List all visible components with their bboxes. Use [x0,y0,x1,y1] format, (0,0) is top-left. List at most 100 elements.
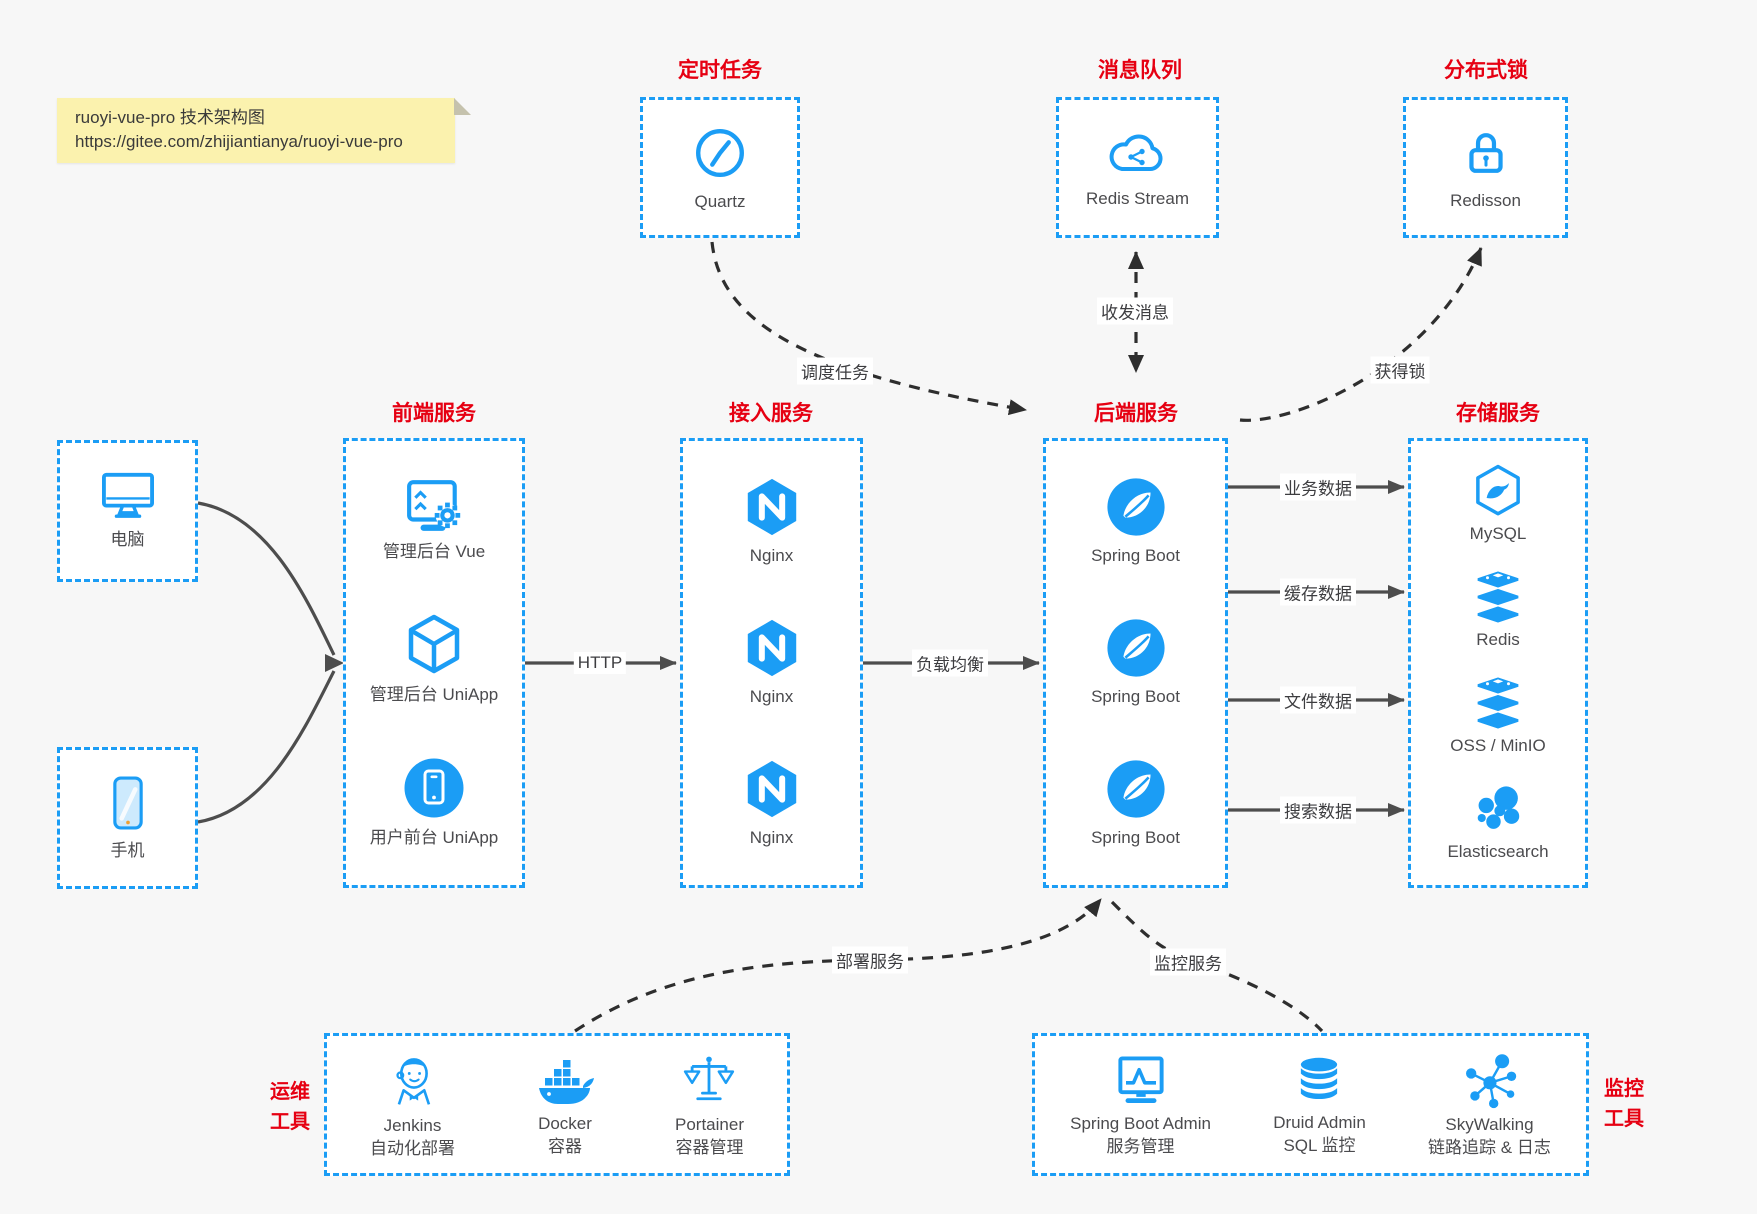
sticky-note-fold [454,98,471,115]
monitoring-side-line2: 工具 [1604,1108,1644,1130]
desktop-icon [101,472,154,518]
distributed-lock-box: Redisson [1403,97,1568,238]
smartphone-icon [112,776,143,830]
druid-admin-label: Druid Admin [1273,1112,1366,1132]
docker-sublabel: 容器 [548,1136,582,1156]
cloud-share-icon [1110,134,1163,171]
clock-icon [696,128,744,177]
phone-item: 手机 [99,773,157,863]
lock-icon [1468,132,1503,173]
mysql-label: MySQL [1469,523,1527,543]
skywalking-sublabel: 链路追踪 & 日志 [1428,1137,1551,1157]
merge-arrowhead [325,654,344,672]
nginx-label: Nginx [749,687,794,707]
backend-box: Spring Boot Spring Boot Spring Boot [1043,438,1228,888]
spring-boot-label: Spring Boot [1091,828,1180,848]
nginx-label: Nginx [749,828,794,848]
computer-item: 电脑 [97,470,159,552]
oss-minio-label: OSS / MinIO [1450,735,1546,755]
search-data-edge-label: 搜索数据 [1280,796,1356,824]
admin-vue-item: 管理后台 Vue [383,476,485,564]
elasticsearch-label: Elasticsearch [1447,841,1549,861]
note-url: https://gitee.com/zhijiantianya/ruoyi-vu… [75,132,403,151]
group-title-gateway: 接入服务 [729,402,813,425]
quartz-box: Quartz [640,97,800,238]
spring-boot-item: Spring Boot [1091,476,1180,568]
redis-item: Redis [1470,569,1526,652]
group-title-frontend: 前端服务 [392,402,476,425]
sticky-note: ruoyi-vue-pro 技术架构图 https://gitee.com/zh… [57,98,471,163]
gateway-box: Nginx Nginx Nginx [680,438,863,888]
admin-uniapp-label: 管理后台 UniApp [369,685,499,705]
deploy-service-edge-label: 部署服务 [832,946,908,974]
portainer-label: Portainer [675,1114,744,1134]
docker-label: Docker [538,1113,592,1133]
file-data-edge-label: 文件数据 [1280,686,1356,714]
spring-icon [1106,760,1165,818]
docker-icon [539,1059,594,1104]
elasticsearch-icon [1477,785,1520,829]
jenkins-item: Jenkins 自动化部署 [370,1049,455,1161]
monitor-pulse-icon [1117,1056,1164,1103]
redis-stack-icon [1476,569,1520,624]
docker-item: Docker 容器 [533,1051,597,1159]
nginx-label: Nginx [749,545,794,565]
group-title-backend: 后端服务 [1094,402,1178,425]
jenkins-label: Jenkins [383,1115,442,1135]
edge-schedule-task [710,241,1027,416]
nginx-item: Nginx [741,758,803,850]
mysql-item: MySQL [1469,463,1527,546]
nginx-icon [747,761,796,818]
computer-label: 电脑 [110,530,145,550]
jenkins-icon [395,1057,430,1105]
database-icon [1301,1057,1338,1099]
spring-boot-admin-label: Spring Boot Admin [1070,1113,1211,1133]
cache-data-edge-label: 缓存数据 [1280,578,1356,606]
monitoring-side-label: 监控 工具 [1604,1074,1666,1134]
group-title-message-queue: 消息队列 [1098,59,1182,82]
druid-admin-sublabel: SQL 监控 [1283,1135,1356,1155]
jenkins-sublabel: 自动化部署 [370,1138,455,1158]
group-title-scheduled-tasks: 定时任务 [678,59,762,82]
load-balance-edge-label: 负载均衡 [912,649,988,677]
user-uniapp-item: 用户前台 UniApp [370,756,498,850]
quartz-label: Quartz [694,191,746,211]
monitoring-tools-box: Spring Boot Admin 服务管理 Druid Admin SQL 监… [1032,1033,1589,1176]
spring-boot-item: Spring Boot [1091,617,1180,709]
note-title: ruoyi-vue-pro 技术架构图 [75,108,265,127]
message-queue-box: Redis Stream [1056,97,1219,238]
devops-tools-box: Jenkins 自动化部署 Docker 容器 [324,1033,790,1176]
admin-screen-gear-icon [407,479,461,531]
admin-uniapp-item: 管理后台 UniApp [370,613,498,707]
quartz-item: Quartz [689,122,751,214]
portainer-sublabel: 容器管理 [675,1137,744,1157]
network-nodes-icon [1466,1053,1517,1108]
redis-stack-icon [1476,675,1520,730]
phone-client-box: 手机 [57,747,198,889]
edge-acquire-lock [1239,247,1483,422]
skywalking-label: SkyWalking [1445,1114,1534,1134]
http-edge-label: HTTP [573,652,627,674]
spring-boot-item: Spring Boot [1091,758,1180,850]
spring-boot-admin-item: Spring Boot Admin 服务管理 [1070,1051,1211,1159]
spring-boot-admin-sublabel: 服务管理 [1106,1136,1175,1156]
redisson-label: Redisson [1450,190,1521,210]
user-app-circle-icon [404,758,464,818]
spring-boot-label: Spring Boot [1091,687,1180,707]
schedule-task-edge-label: 调度任务 [797,357,873,385]
mysql-icon [1476,464,1520,516]
elasticsearch-item: Elasticsearch [1447,781,1549,864]
nginx-item: Nginx [741,617,803,709]
redis-label: Redis [1476,629,1520,649]
group-title-storage: 存储服务 [1456,402,1540,425]
spring-icon [1106,619,1165,677]
frontend-box: 管理后台 Vue 管理后台 UniApp 用户前台 UniApp [343,438,525,888]
druid-admin-item: Druid Admin SQL 监控 [1273,1052,1366,1158]
edge-computer-to-frontend [197,501,336,656]
redisson-item: Redisson [1450,123,1521,213]
nginx-item: Nginx [741,476,803,568]
redis-stream-item: Redis Stream [1086,125,1189,211]
skywalking-item: SkyWalking 链路追踪 & 日志 [1428,1050,1551,1160]
oss-minio-item: OSS / MinIO [1450,675,1546,758]
